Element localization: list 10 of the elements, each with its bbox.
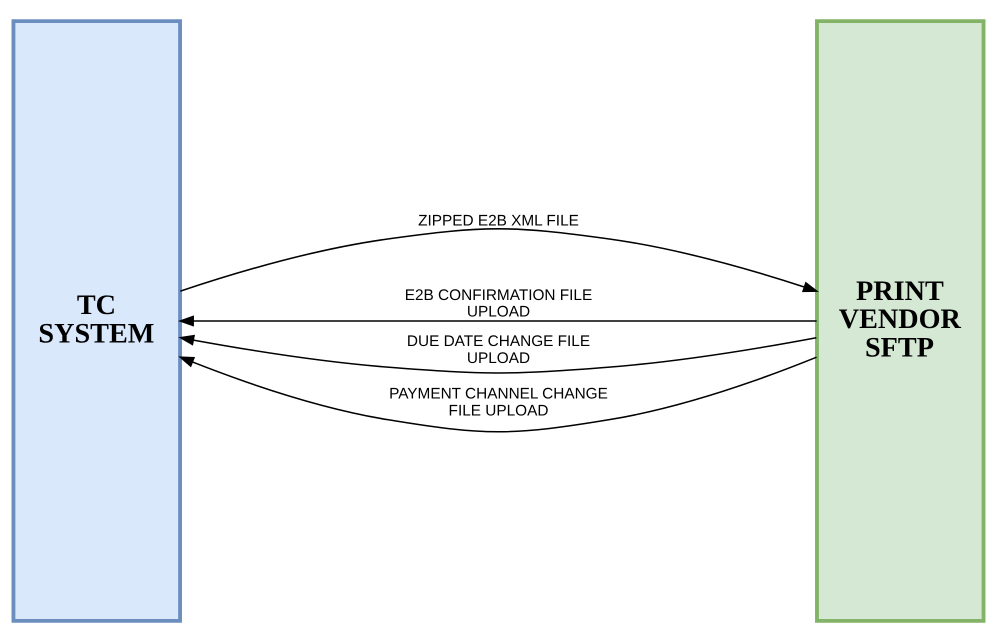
node-box: TC SYSTEM xyxy=(12,19,182,623)
arrow xyxy=(180,228,819,292)
arrow xyxy=(178,315,817,327)
node-box: PRINT VENDOR SFTP xyxy=(815,19,986,623)
arrow xyxy=(178,356,817,432)
arrow xyxy=(178,334,816,374)
edge-label: DUE DATE CHANGE FILE UPLOAD xyxy=(406,333,590,367)
edge-label: PAYMENT CHANNEL CHANGE FILE UPLOAD xyxy=(389,386,608,420)
edge-label: E2B CONFIRMATION FILE UPLOAD xyxy=(404,286,592,321)
edge-label: ZIPPED E2B XML FILE xyxy=(418,212,579,230)
